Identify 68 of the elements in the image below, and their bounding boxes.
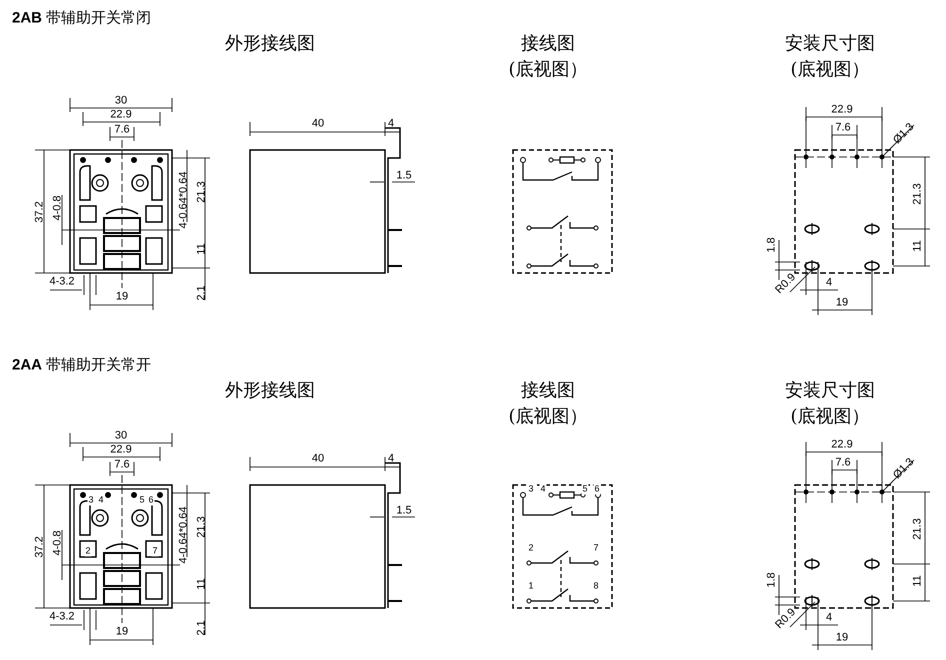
view-title: 接线图 xyxy=(521,382,575,400)
dimension-label: 4-3.2 xyxy=(49,276,75,288)
dimension-label: 1.5 xyxy=(396,506,412,516)
view-title: 安装尺寸图 xyxy=(785,382,875,400)
dimension-label: 7.6 xyxy=(114,460,130,470)
dimension-label: 21.3 xyxy=(196,516,208,538)
dimension-label: 37.2 xyxy=(34,201,46,223)
dimension-label: 4 xyxy=(388,454,394,464)
dimension-label: 4-3.2 xyxy=(49,612,75,622)
dimension-label: 11 xyxy=(912,575,924,587)
pin-number: 3 xyxy=(88,494,94,506)
dimension-label: 4-0.64*0.64 xyxy=(178,172,190,228)
dimension-label: 4-0.8 xyxy=(52,195,64,221)
pin-number: 7 xyxy=(152,546,158,556)
dimension-label: 22.9 xyxy=(831,104,853,116)
pin-number: 6 xyxy=(148,494,154,506)
dimension-label: 11 xyxy=(912,240,924,252)
dimension-label: 1.5 xyxy=(396,170,412,182)
pin-number: 2 xyxy=(528,542,534,554)
pin-number: 1 xyxy=(528,580,534,592)
dimension-label: 1.8 xyxy=(766,572,778,588)
dimension-label: 1.8 xyxy=(766,237,778,253)
view-title: (底视图） xyxy=(790,408,870,426)
view-title: 外形接线图 xyxy=(225,35,315,53)
view-title: 安装尺寸图 xyxy=(785,35,875,53)
dimension-label: 11 xyxy=(196,578,208,590)
dimension-label: 40 xyxy=(312,118,324,130)
dimension-label: 30 xyxy=(114,430,128,442)
dimension-label: 21.3 xyxy=(196,181,208,203)
dimension-label: 11 xyxy=(196,243,208,255)
dimension-label: 2.1 xyxy=(196,285,208,301)
pin-number: 3 xyxy=(528,484,534,494)
view-title: (底视图） xyxy=(508,408,588,426)
section-heading: 2AB 带辅助开关常闭 xyxy=(12,10,152,26)
dimension-label: 22.9 xyxy=(831,440,853,450)
dimension-label: 4 xyxy=(388,118,394,130)
pin-number: 2 xyxy=(84,546,92,556)
pin-number: 5 xyxy=(138,494,146,506)
dimension-label: 37.2 xyxy=(34,536,46,558)
dimension-label: 19 xyxy=(116,626,128,638)
view-title: (底视图） xyxy=(508,61,588,79)
dimension-label: 21.3 xyxy=(912,518,924,540)
dimension-label: 7.6 xyxy=(835,458,851,468)
dimension-label: 19 xyxy=(836,632,848,644)
dimension-label: 4-0.8 xyxy=(52,530,64,556)
dimension-label: 7.6 xyxy=(114,124,130,136)
dimension-label: 4 xyxy=(826,612,832,624)
pin-number: 4 xyxy=(540,484,546,494)
dimension-label: 40 xyxy=(312,454,324,464)
dimension-label: 22.9 xyxy=(110,444,132,456)
dimension-label: 21.3 xyxy=(912,183,924,205)
pin-number: 5 xyxy=(582,484,588,494)
pin-number: 7 xyxy=(592,542,600,554)
dimension-label: 30 xyxy=(114,96,128,106)
dimension-label: 22.9 xyxy=(110,110,132,120)
pin-number: 6 xyxy=(594,484,600,494)
view-title: 外形接线图 xyxy=(225,382,315,400)
dimension-label: 7.6 xyxy=(835,122,851,134)
dimension-label: 4-0.64*0.64 xyxy=(178,506,190,564)
dimension-label: 19 xyxy=(116,292,128,302)
section-heading: 2AA 带辅助开关常开 xyxy=(12,358,152,372)
dimension-label: 2.1 xyxy=(196,620,208,636)
pin-number: 4 xyxy=(98,494,104,506)
pin-number: 8 xyxy=(592,580,600,592)
dimension-label: 19 xyxy=(836,298,848,308)
view-title: 接线图 xyxy=(521,35,575,53)
dimension-label: 4 xyxy=(826,278,832,288)
view-title: (底视图） xyxy=(790,61,870,79)
